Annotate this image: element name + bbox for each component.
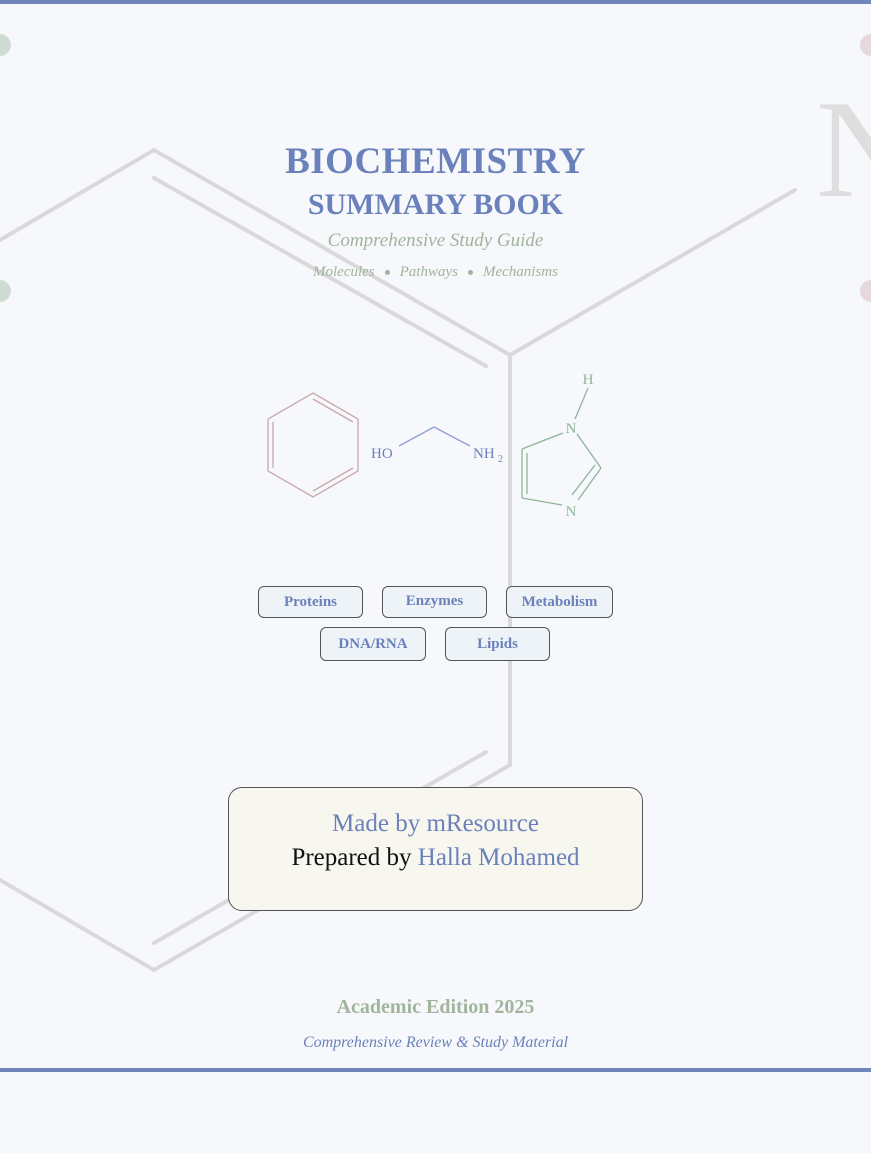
tag-proteins: Proteins — [258, 586, 363, 618]
page-subtitle-heading: SUMMARY BOOK — [307, 188, 564, 221]
prepared-by-line: Prepared by Halla Mohamed — [229, 844, 642, 872]
topic-pathways: Pathways — [399, 264, 458, 280]
tag-metabolism: Metabolism — [506, 586, 613, 618]
tag-lipids: Lipids — [445, 627, 550, 661]
footer-note: Comprehensive Review & Study Material — [302, 1034, 569, 1051]
ethanolamine-chain — [398, 426, 471, 447]
top-rule — [0, 0, 871, 4]
author-name: Halla Mohamed — [417, 844, 580, 871]
credits-box: Made by mResource Prepared by Halla Moha… — [228, 787, 643, 911]
decor-dot-left-middle — [0, 280, 11, 302]
topic-mechanisms: Mechanisms — [482, 264, 558, 280]
decor-dot-right-top — [860, 34, 871, 56]
made-by-line: Made by mResource — [332, 810, 539, 837]
h-label: H — [583, 372, 594, 388]
nh2-subscript: 2 — [498, 454, 503, 465]
molecule-illustration: HO NH 2 H N N — [267, 372, 602, 520]
nh2-label: NH — [473, 446, 495, 462]
page-title: BIOCHEMISTRY — [285, 141, 586, 182]
prepared-by-label: Prepared by — [291, 844, 412, 871]
tag-enzymes: Enzymes — [382, 586, 487, 618]
ho-label: HO — [371, 446, 393, 462]
study-guide-subtitle: Comprehensive Study Guide — [327, 230, 544, 251]
topics-line: Molecules Pathways Mechanisms — [0, 264, 871, 281]
imidazole-ring — [521, 387, 602, 506]
bullet-separator — [467, 270, 473, 276]
n-top-label: N — [566, 421, 577, 437]
decor-dot-right-middle — [860, 280, 871, 302]
bullet-separator — [384, 270, 390, 276]
topic-molecules: Molecules — [313, 264, 375, 280]
background-letter: N — [816, 72, 871, 227]
bottom-rule — [0, 1068, 871, 1072]
benzene-ring — [267, 392, 359, 498]
edition-label: Academic Edition 2025 — [336, 996, 535, 1018]
n-bottom-label: N — [566, 504, 577, 520]
decor-dot-left-top — [0, 34, 11, 56]
tag-dna-rna: DNA/RNA — [320, 627, 426, 661]
